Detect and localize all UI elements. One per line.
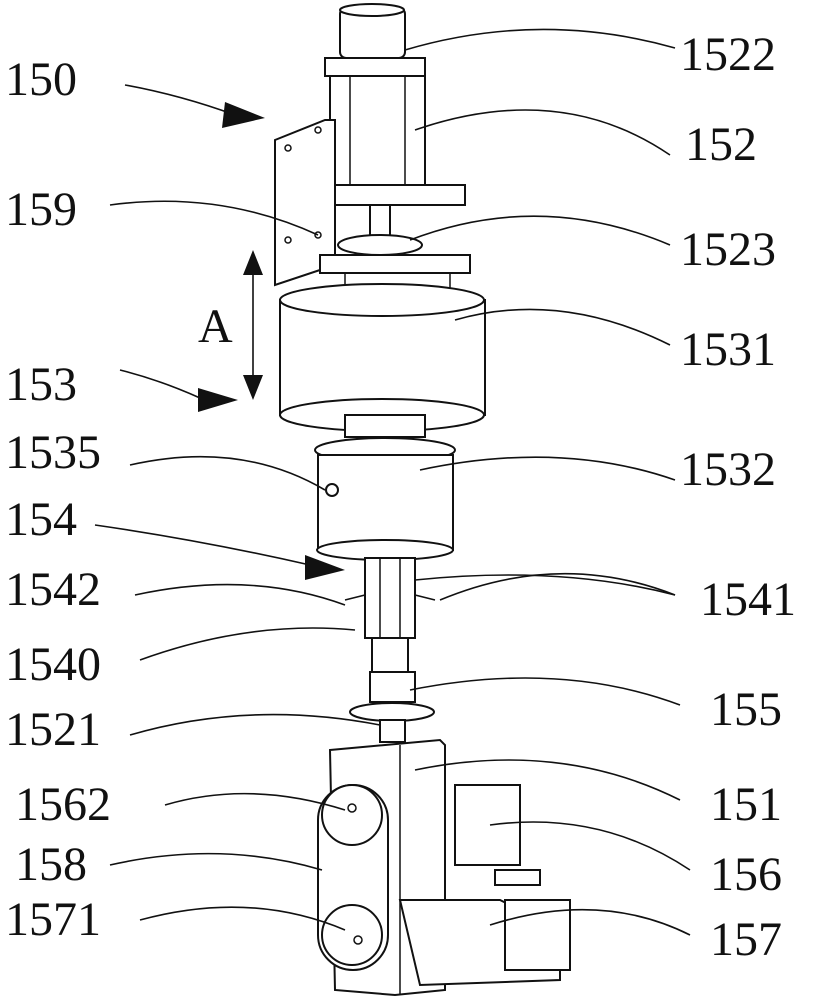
pulley-1562	[321, 784, 383, 846]
label-A: A	[198, 300, 233, 353]
label-1571: 1571	[5, 893, 101, 946]
labels-right: 1522 152 1523 1531 1532 1541 155 151 156…	[680, 28, 796, 966]
label-1521: 1521	[5, 703, 101, 756]
label-1541: 1541	[700, 573, 796, 626]
label-1535: 1535	[5, 426, 101, 479]
label-1532: 1532	[680, 443, 776, 496]
motor-1522	[324, 3, 426, 77]
pulley-1571	[321, 904, 383, 966]
label-156: 156	[710, 848, 782, 901]
label-1522: 1522	[680, 28, 776, 81]
belt-158	[317, 784, 389, 971]
label-152: 152	[685, 118, 757, 171]
direction-arrows	[94, 84, 345, 580]
frame-152	[319, 75, 466, 206]
label-155: 155	[710, 683, 782, 736]
leader-lines	[109, 28, 691, 936]
label-159: 159	[5, 183, 77, 236]
label-153: 153	[5, 358, 77, 411]
label-158: 158	[15, 838, 87, 891]
cylinder-1531	[279, 283, 486, 438]
label-1523: 1523	[680, 223, 776, 276]
label-1540: 1540	[5, 638, 101, 691]
label-1562: 1562	[15, 778, 111, 831]
label-1531: 1531	[680, 323, 776, 376]
labels-left: 150 159 A 153 1535 154 1542 1540 1521 15…	[5, 53, 233, 946]
label-154: 154	[5, 493, 77, 546]
label-150: 150	[5, 53, 77, 106]
cylinder-1532	[314, 437, 456, 561]
label-1542: 1542	[5, 563, 101, 616]
label-157: 157	[710, 913, 782, 966]
label-151: 151	[710, 778, 782, 831]
coupling-154	[344, 557, 436, 674]
collar-155	[349, 671, 435, 743]
bracket-159	[274, 119, 336, 287]
